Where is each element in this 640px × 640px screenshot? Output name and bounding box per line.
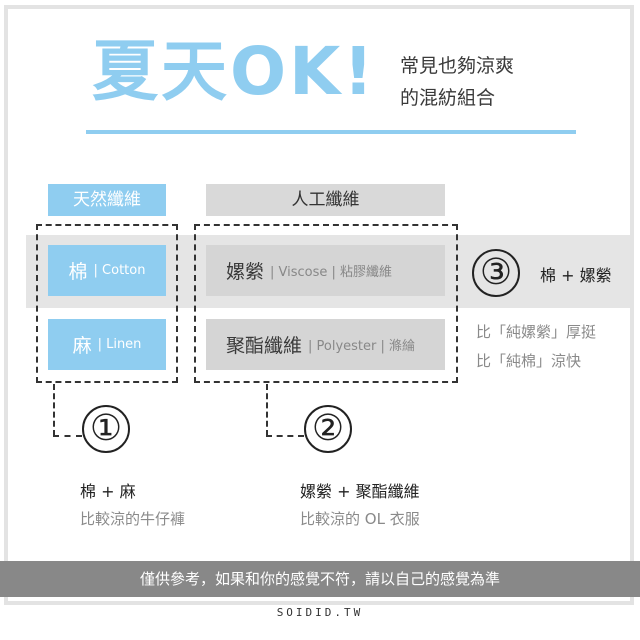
fabric-viscose: 嫘縈 | Viscose | 粘膠纖維	[206, 245, 445, 296]
artificial-fiber-header: 人工纖維	[206, 184, 445, 216]
combo-two-title: 嫘縈 + 聚酯纖維	[300, 482, 420, 501]
fabric-polyester-zh: 聚酯纖維	[226, 335, 303, 357]
combo-two-connector-horizontal	[266, 435, 304, 437]
combo-three-title: 棉 + 嫘縈	[540, 266, 612, 285]
artificial-group-dashed-box	[194, 224, 458, 383]
fabric-linen: 麻 | Linen	[48, 319, 166, 370]
combo-one-description: 比較涼的牛仔褲	[80, 510, 186, 528]
main-title: 夏天OK!	[92, 33, 377, 110]
combo-one-connector-horizontal	[53, 435, 82, 437]
combo-one-title: 棉 + 麻	[80, 482, 136, 501]
fabric-polyester-en: | Polyester | 滌綸	[308, 339, 416, 354]
subtitle-line-2: 的混紡組合	[400, 87, 496, 109]
fabric-linen-en: | Linen	[97, 337, 142, 352]
fabric-cotton-zh: 棉	[68, 261, 88, 283]
combo-three-note-line-2: 比「純棉」涼快	[476, 352, 582, 370]
outer-frame	[4, 5, 634, 605]
natural-fiber-header: 天然纖維	[48, 184, 166, 216]
fabric-cotton-en: | Cotton	[93, 263, 146, 278]
site-watermark: SOIDID.TW	[276, 606, 364, 619]
fabric-cotton: 棉 | Cotton	[48, 245, 166, 296]
subtitle: 常見也夠涼爽 的混紡組合	[400, 50, 514, 114]
fabric-polyester: 聚酯纖維 | Polyester | 滌綸	[206, 319, 445, 370]
fabric-viscose-en: | Viscose | 粘膠纖維	[270, 265, 393, 280]
combo-two-connector-vertical	[266, 384, 268, 436]
fabric-viscose-zh: 嫘縈	[226, 261, 265, 283]
combo-three-note-line-1: 比「純嫘縈」厚挺	[476, 323, 597, 341]
natural-group-dashed-box	[36, 224, 178, 383]
combo-one-number-icon: ①	[82, 405, 130, 453]
combo-two-description: 比較涼的 OL 衣服	[300, 510, 420, 528]
combo-three-number-icon: ③	[472, 249, 520, 297]
title-underline	[86, 130, 576, 134]
combo-one-connector-vertical	[53, 384, 55, 436]
subtitle-line-1: 常見也夠涼爽	[400, 55, 515, 77]
combo-three-note: 比「純嫘縈」厚挺 比「純棉」涼快	[476, 318, 596, 376]
fabric-linen-zh: 麻	[72, 335, 92, 357]
disclaimer-bar: 僅供參考，如果和你的感覺不符，請以自己的感覺為準	[0, 561, 640, 597]
combo-two-number-icon: ②	[304, 405, 352, 453]
